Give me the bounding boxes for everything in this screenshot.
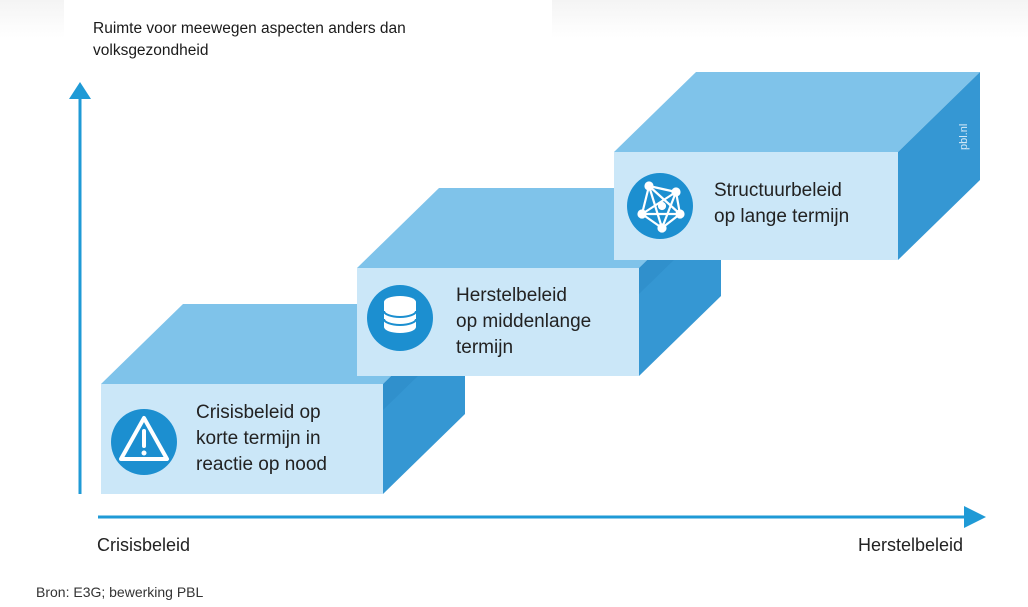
step-label-2-line-1: Herstelbeleid [456, 285, 567, 306]
step-label-2: Herstelbeleid op middenlange termijn [456, 283, 591, 361]
watermark: pbl.nl [958, 123, 970, 150]
step-label-3-line-2: op lange termijn [714, 206, 850, 227]
database-icon [367, 285, 433, 351]
source-note: Bron: E3G; bewerking PBL [36, 584, 204, 600]
step-block-3-side [898, 72, 980, 260]
y-axis-title-line-2: volksgezondheid [93, 42, 209, 59]
step-block-3-top [614, 72, 980, 152]
step-label-2-line-2: op middenlange [456, 311, 592, 332]
step-label-1-line-3: reactie op nood [196, 454, 327, 475]
step-label-1-line-1: Crisisbeleid op [196, 402, 321, 423]
y-axis-arrowhead [69, 82, 91, 99]
x-axis-arrowhead [964, 506, 986, 528]
x-axis-start-label: Crisisbeleid [97, 535, 191, 555]
y-axis-title: Ruimte voor meewegen aspecten anders dan… [93, 18, 533, 62]
step-label-1: Crisisbeleid op korte termijn in reactie… [196, 400, 327, 478]
y-axis-title-line-1: Ruimte voor meewegen aspecten anders dan [93, 20, 406, 37]
step-block-3 [614, 72, 980, 260]
step-label-3-line-1: Structuurbeleid [714, 180, 842, 201]
step-label-2-line-3: termijn [456, 337, 514, 358]
warning-icon [111, 409, 177, 475]
header-tab [64, 0, 552, 40]
x-axis-end-label: Herstelbeleid [858, 535, 964, 555]
network-icon [627, 173, 693, 239]
step-label-3: Structuurbeleid op lange termijn [714, 178, 849, 230]
step-label-1-line-2: korte termijn in [196, 428, 321, 449]
